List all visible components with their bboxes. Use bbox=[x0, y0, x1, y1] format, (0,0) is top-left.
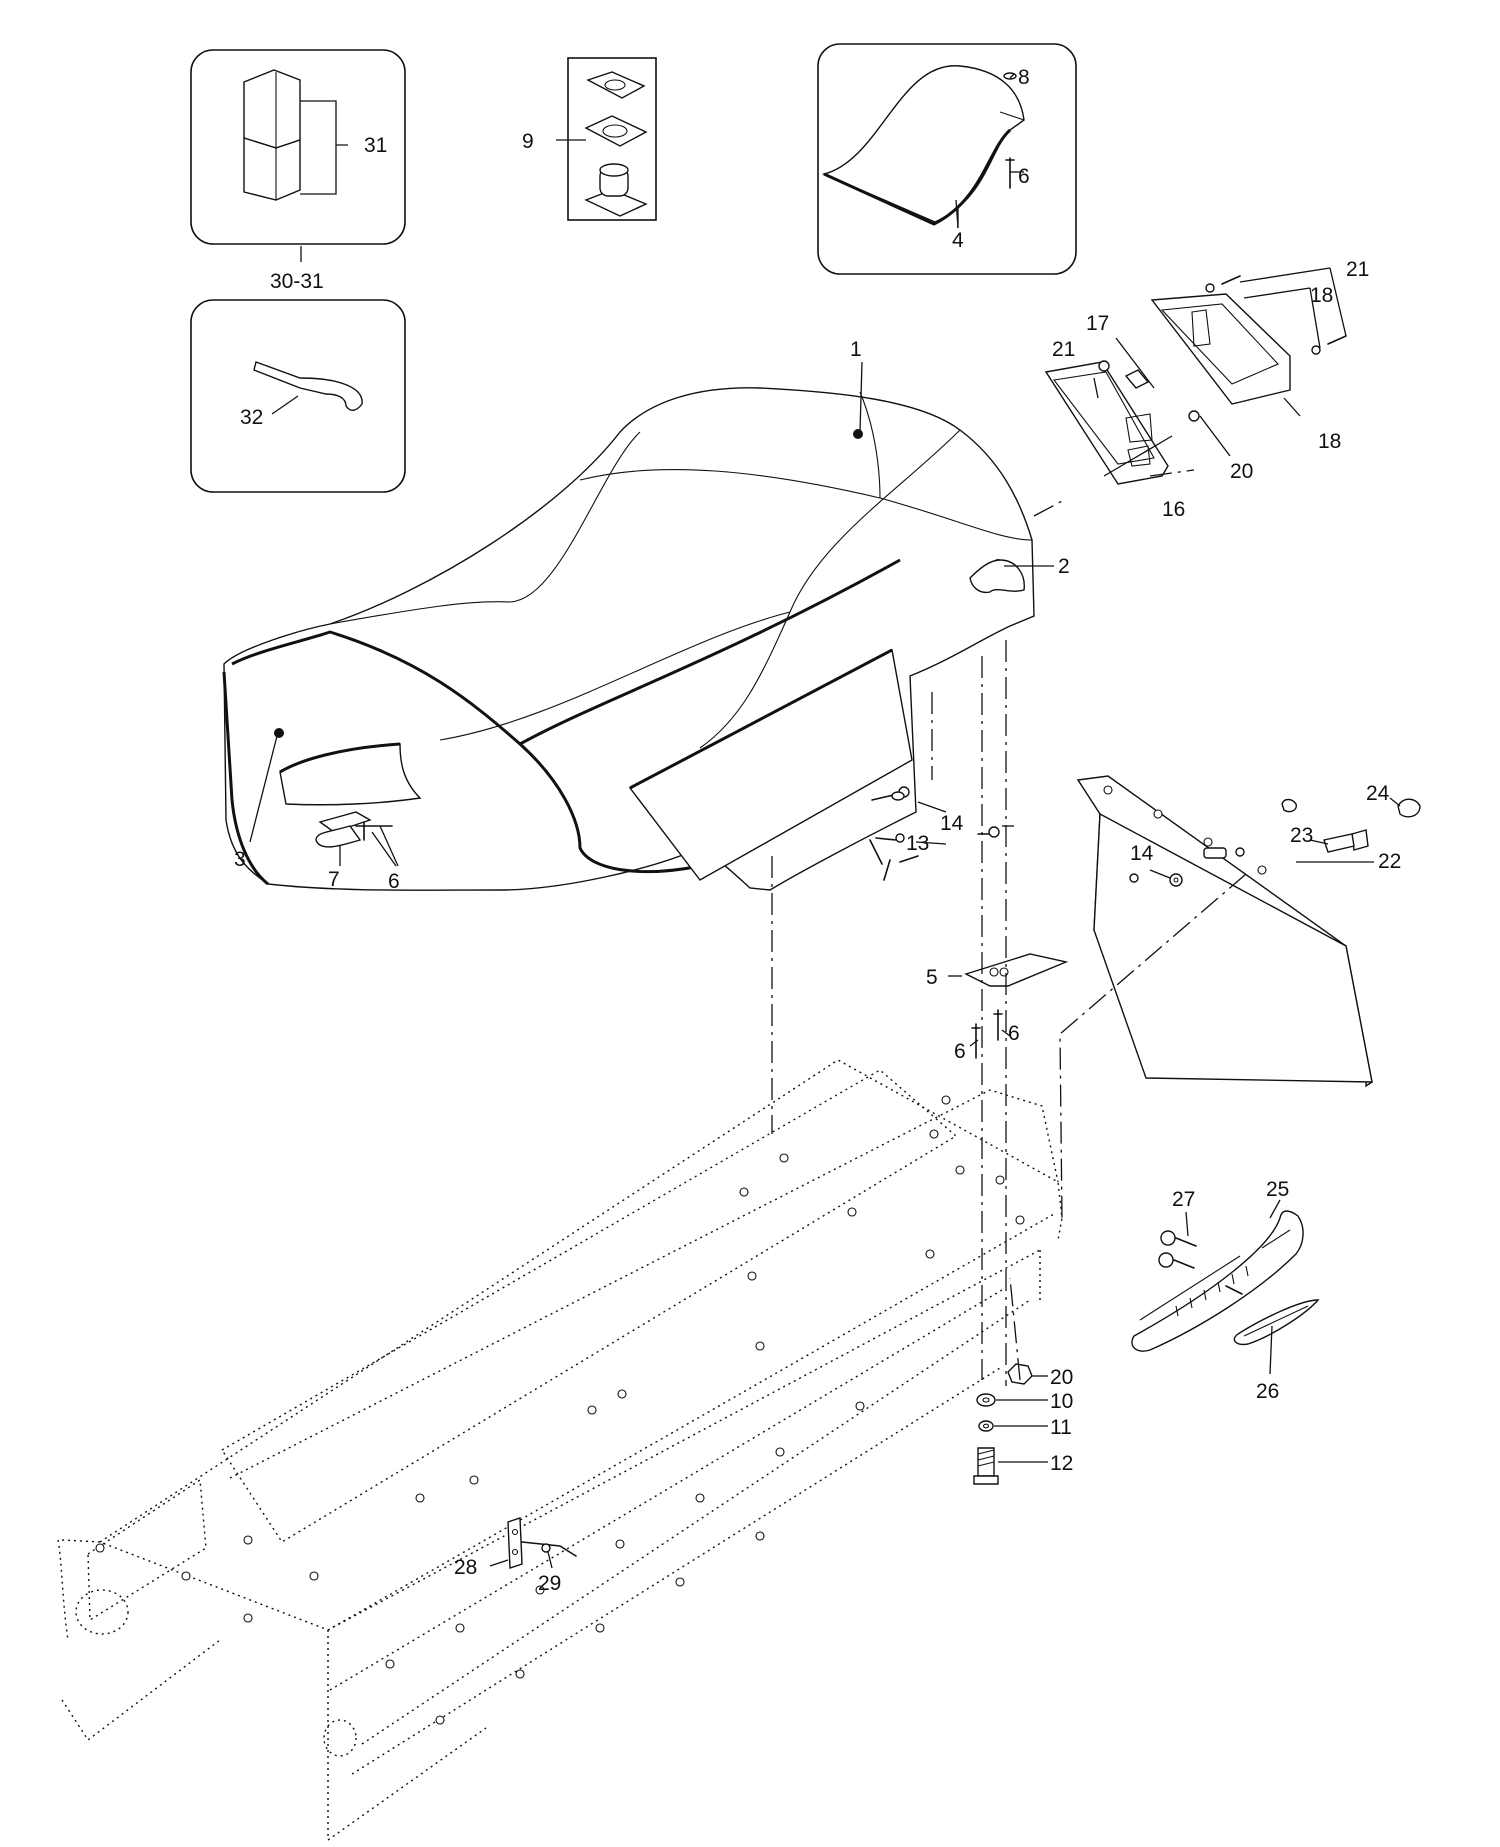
callout-2: 2 bbox=[1058, 555, 1070, 578]
inset-box-9 bbox=[556, 57, 657, 221]
alignment-lines bbox=[771, 469, 1247, 1386]
callout-12: 12 bbox=[1050, 1452, 1073, 1475]
callout-9: 9 bbox=[522, 130, 534, 153]
callout-6-seat: 6 bbox=[388, 870, 400, 893]
callout-21-left: 21 bbox=[1052, 338, 1075, 361]
tunnel-chassis bbox=[57, 1059, 1063, 1841]
callout-16: 16 bbox=[1162, 498, 1185, 521]
seat-latch-7 bbox=[315, 811, 393, 848]
inset-box-32 bbox=[190, 299, 406, 493]
callout-23: 23 bbox=[1290, 824, 1313, 847]
callout-6-inset: 6 bbox=[1018, 165, 1030, 188]
callout-25: 25 bbox=[1266, 1178, 1289, 1201]
latch-28-29 bbox=[507, 1517, 577, 1569]
leader-lines bbox=[249, 73, 1401, 1569]
callout-26: 26 bbox=[1256, 1380, 1279, 1403]
callout-7: 7 bbox=[328, 868, 340, 891]
seat-assembly bbox=[222, 387, 1035, 891]
snow-flap-22 bbox=[1076, 775, 1373, 1088]
callout-10: 10 bbox=[1050, 1390, 1073, 1413]
callout-18-bottom: 18 bbox=[1318, 430, 1341, 453]
washers-bolts bbox=[891, 791, 1421, 887]
callout-30-31: 30-31 bbox=[270, 270, 324, 293]
fasteners-10-12-20 bbox=[973, 1363, 1033, 1485]
callout-28: 28 bbox=[454, 1556, 477, 1579]
callout-14-flap: 14 bbox=[1130, 842, 1154, 865]
callout-24: 24 bbox=[1366, 782, 1390, 805]
callout-18-top: 18 bbox=[1310, 284, 1333, 307]
callout-29: 29 bbox=[538, 1572, 561, 1595]
callout-3: 3 bbox=[234, 848, 246, 871]
callout-4: 4 bbox=[952, 229, 964, 252]
callout-31: 31 bbox=[364, 134, 387, 157]
callout-6-bracket-right: 6 bbox=[1008, 1022, 1020, 1045]
side-deflector-25 bbox=[1131, 1210, 1320, 1352]
callout-14-seat: 14 bbox=[940, 812, 964, 835]
callout-6-bracket-left: 6 bbox=[954, 1040, 966, 1063]
inset-box-30-31 bbox=[190, 49, 406, 245]
tail-light-assembly bbox=[1044, 275, 1347, 485]
callout-21-top: 21 bbox=[1346, 258, 1369, 281]
callout-27: 27 bbox=[1172, 1188, 1195, 1211]
callout-22: 22 bbox=[1378, 850, 1401, 873]
callout-20-light: 20 bbox=[1230, 460, 1253, 483]
callout-1: 1 bbox=[850, 338, 862, 361]
callout-8: 8 bbox=[1018, 66, 1030, 89]
callout-labels: 1 2 3 4 5 6 6 6 6 7 8 9 10 11 12 13 14 1… bbox=[234, 66, 1401, 1595]
inset-box-4-8 bbox=[817, 43, 1077, 275]
callout-32: 32 bbox=[240, 406, 263, 429]
callout-13: 13 bbox=[906, 832, 929, 855]
callout-17: 17 bbox=[1086, 312, 1109, 335]
callout-11: 11 bbox=[1050, 1416, 1072, 1439]
callout-5: 5 bbox=[926, 966, 938, 989]
callout-20-nut: 20 bbox=[1050, 1366, 1073, 1389]
